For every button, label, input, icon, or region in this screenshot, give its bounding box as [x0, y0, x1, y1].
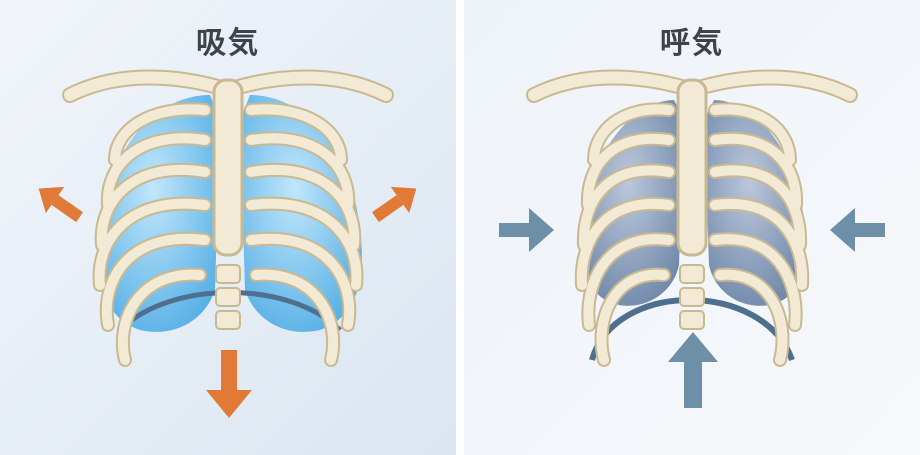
sternum [212, 78, 244, 257]
exhalation-title: 呼気 [660, 26, 724, 61]
spine [679, 264, 705, 330]
arrow-left-inward [499, 208, 554, 252]
sternum [676, 78, 708, 257]
inhalation-title: 吸気 [196, 26, 260, 61]
contraction-arrows [499, 208, 885, 408]
arrow-down [206, 350, 252, 418]
expansion-arrows [38, 186, 417, 418]
inhalation-ribcage-illustration [38, 69, 417, 418]
arrow-up [668, 332, 718, 408]
exhalation-panel: 呼気 [464, 0, 920, 455]
exhalation-ribcage-illustration [499, 69, 885, 408]
arrow-right-outward [371, 186, 417, 223]
spine [215, 264, 241, 330]
panel-divider [456, 0, 464, 455]
arrow-left-outward [38, 186, 84, 223]
arrow-right-inward [830, 208, 885, 252]
inhalation-panel: 吸気 [0, 0, 456, 455]
